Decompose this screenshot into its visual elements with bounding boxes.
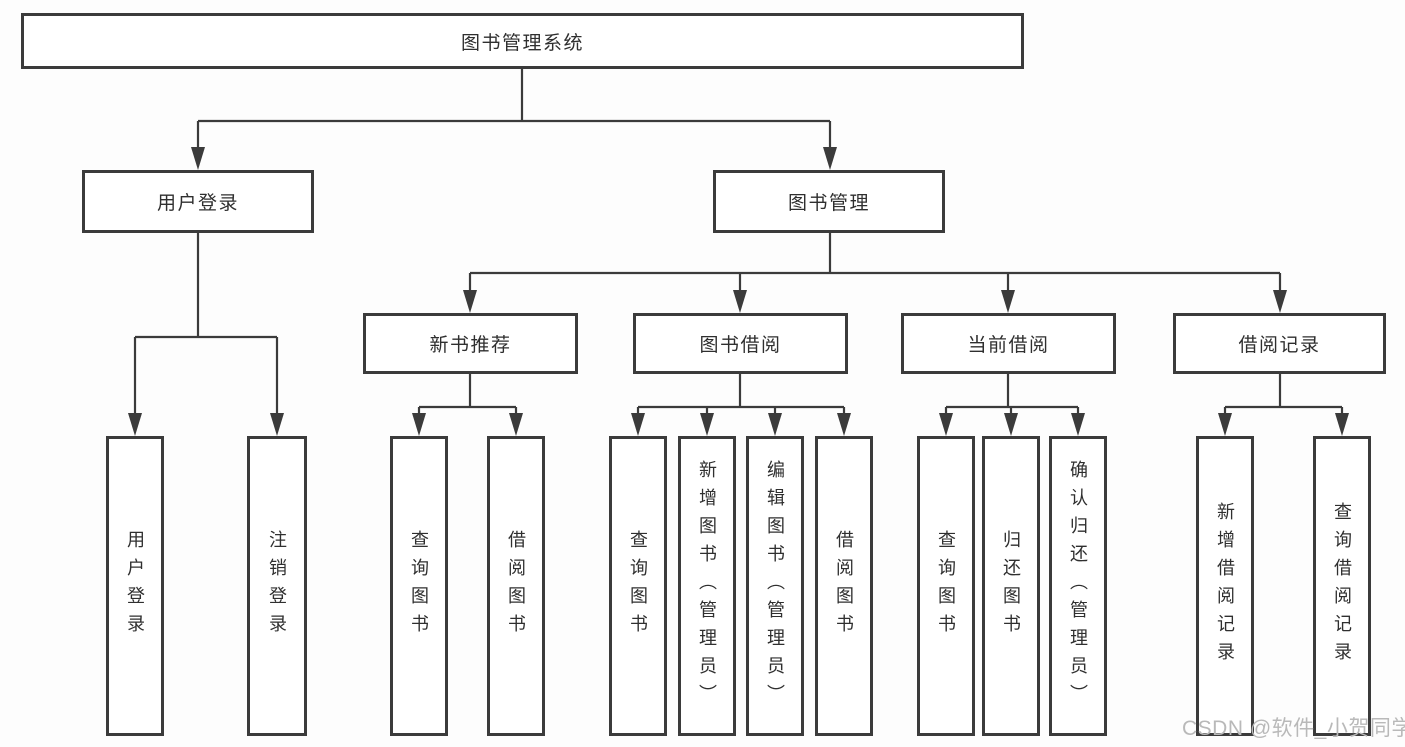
node-user-login: 用户登录: [82, 170, 314, 233]
node-new-book-recommend-label: 新书推荐: [429, 335, 512, 356]
leaf-borrow-books-1: 借阅图书: [487, 436, 545, 736]
arrowheads: [128, 147, 1349, 436]
leaf-user-login: 用户登录: [106, 436, 164, 736]
leaf-borrow-books-2-label: 借阅图书: [834, 530, 854, 642]
watermark: CSDN @软件_小贺同学: [1182, 717, 1405, 740]
leaf-edit-books-admin: 编辑图书（管理员）: [746, 436, 804, 736]
node-book-borrow-label: 图书借阅: [699, 335, 782, 356]
leaf-query-books-3: 查询图书: [917, 436, 975, 736]
leaf-borrow-books-1-label: 借阅图书: [506, 530, 526, 642]
node-root: 图书管理系统: [21, 13, 1024, 69]
leaf-user-login-label: 用户登录: [125, 530, 145, 642]
node-borrow-records-label: 借阅记录: [1238, 335, 1321, 356]
leaf-query-borrow-record: 查询借阅记录: [1313, 436, 1371, 736]
leaf-query-books-1: 查询图书: [390, 436, 448, 736]
leaf-add-books-admin-label: 新增图书（管理员）: [697, 460, 717, 712]
leaf-query-books-2: 查询图书: [609, 436, 667, 736]
leaf-query-books-1-label: 查询图书: [409, 530, 429, 642]
node-book-management-label: 图书管理: [787, 193, 870, 214]
node-book-management: 图书管理: [713, 170, 945, 233]
leaf-query-books-3-label: 查询图书: [936, 530, 956, 642]
node-current-borrow-label: 当前借阅: [967, 335, 1050, 356]
leaf-logout: 注销登录: [247, 436, 307, 736]
leaf-confirm-return-admin: 确认归还（管理员）: [1049, 436, 1107, 736]
leaf-confirm-return-admin-label: 确认归还（管理员）: [1068, 460, 1088, 712]
leaf-borrow-books-2: 借阅图书: [815, 436, 873, 736]
leaf-edit-books-admin-label: 编辑图书（管理员）: [765, 460, 785, 712]
node-new-book-recommend: 新书推荐: [363, 313, 578, 374]
leaf-add-books-admin: 新增图书（管理员）: [678, 436, 736, 736]
leaf-add-borrow-record: 新增借阅记录: [1196, 436, 1254, 736]
node-borrow-records: 借阅记录: [1173, 313, 1386, 374]
leaf-return-books: 归还图书: [982, 436, 1040, 736]
node-root-label: 图书管理系统: [460, 32, 584, 54]
node-book-borrow: 图书借阅: [633, 313, 848, 374]
leaf-add-borrow-record-label: 新增借阅记录: [1215, 502, 1235, 670]
node-current-borrow: 当前借阅: [901, 313, 1116, 374]
leaf-query-books-2-label: 查询图书: [628, 530, 648, 642]
leaf-logout-label: 注销登录: [267, 530, 287, 642]
node-user-login-label: 用户登录: [156, 193, 239, 214]
leaf-return-books-label: 归还图书: [1001, 530, 1021, 642]
leaf-query-borrow-record-label: 查询借阅记录: [1332, 502, 1352, 670]
